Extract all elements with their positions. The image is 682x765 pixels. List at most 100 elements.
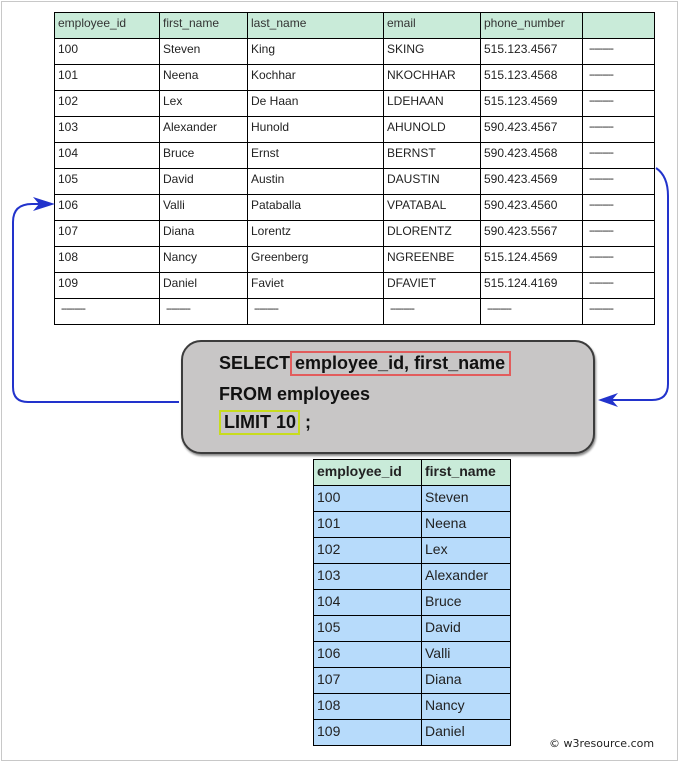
table-cell: Neena (159, 64, 248, 91)
table-cell: --------- (54, 298, 160, 325)
sql-limit-line: LIMIT 10 ; (219, 410, 312, 435)
table-cell: Neena (421, 511, 511, 538)
table-cell: 515.123.4568 (480, 64, 583, 91)
table-cell: 101 (54, 64, 160, 91)
table-cell: --------- (582, 38, 655, 65)
table-cell: 104 (313, 589, 422, 616)
column-header (582, 12, 655, 39)
table-cell: 103 (54, 116, 160, 143)
table-cell: 103 (313, 563, 422, 590)
table-cell: --------- (582, 116, 655, 143)
table-cell: De Haan (247, 90, 384, 117)
table-cell: Lex (421, 537, 511, 564)
table-cell: AHUNOLD (383, 116, 481, 143)
table-cell: Diana (159, 220, 248, 247)
limit-clause-highlight: LIMIT 10 (219, 410, 301, 435)
table-cell: Daniel (421, 719, 511, 746)
table-cell: --------- (582, 64, 655, 91)
table-cell: 590.423.4567 (480, 116, 583, 143)
table-cell: DFAVIET (383, 272, 481, 299)
table-cell: 108 (313, 693, 422, 720)
table-cell: Steven (421, 485, 511, 512)
table-cell: 108 (54, 246, 160, 273)
table-cell: --------- (383, 298, 481, 325)
table-cell: 100 (313, 485, 422, 512)
column-header: phone_number (480, 12, 583, 39)
table-cell: --------- (582, 90, 655, 117)
table-cell: 106 (313, 641, 422, 668)
table-cell: King (247, 38, 384, 65)
table-cell: 515.123.4569 (480, 90, 583, 117)
table-cell: Bruce (421, 589, 511, 616)
column-header: email (383, 12, 481, 39)
table-cell: 105 (54, 168, 160, 195)
arrow-table-to-query (608, 167, 669, 401)
table-cell: 109 (54, 272, 160, 299)
table-cell: 515.123.4567 (480, 38, 583, 65)
sql-terminator: ; (300, 412, 312, 432)
table-cell: 515.124.4169 (480, 272, 583, 299)
table-cell: Bruce (159, 142, 248, 169)
arrowhead-right-icon (33, 197, 55, 211)
table-cell: Pataballa (247, 194, 384, 221)
sql-keyword-select: SELECT (219, 353, 291, 373)
table-cell: Diana (421, 667, 511, 694)
table-cell: Valli (159, 194, 248, 221)
table-cell: 107 (313, 667, 422, 694)
table-cell: Nancy (159, 246, 248, 273)
table-cell: DAUSTIN (383, 168, 481, 195)
table-cell: Kochhar (247, 64, 384, 91)
table-row: ----------------------------------------… (54, 298, 655, 325)
column-header: first_name (421, 459, 511, 486)
employees-source-table: employee_id first_name last_name email p… (54, 12, 655, 325)
table-cell: 107 (54, 220, 160, 247)
table-cell: Greenberg (247, 246, 384, 273)
table-cell: 102 (54, 90, 160, 117)
table-cell: VPATABAL (383, 194, 481, 221)
table-cell: --------- (480, 298, 583, 325)
table-cell: Austin (247, 168, 384, 195)
table-cell: 102 (313, 537, 422, 564)
table-cell: --------- (582, 142, 655, 169)
table-cell: Hunold (247, 116, 384, 143)
table-cell: 105 (313, 615, 422, 642)
table-cell: --------- (247, 298, 384, 325)
arrowhead-left-icon (598, 393, 618, 407)
copyright-footer: © w3resource.com (549, 737, 655, 750)
table-cell: --------- (159, 298, 248, 325)
table-cell: Steven (159, 38, 248, 65)
table-cell: SKING (383, 38, 481, 65)
table-cell: 106 (54, 194, 160, 221)
table-cell: 590.423.4568 (480, 142, 583, 169)
table-cell: David (421, 615, 511, 642)
table-cell: 590.423.4560 (480, 194, 583, 221)
table-cell: Faviet (247, 272, 384, 299)
table-cell: --------- (582, 298, 655, 325)
selected-columns-highlight: employee_id, first_name (290, 351, 512, 376)
table-cell: --------- (582, 246, 655, 273)
arrow-query-to-result (12, 203, 179, 403)
table-cell: David (159, 168, 248, 195)
table-cell: LDEHAAN (383, 90, 481, 117)
